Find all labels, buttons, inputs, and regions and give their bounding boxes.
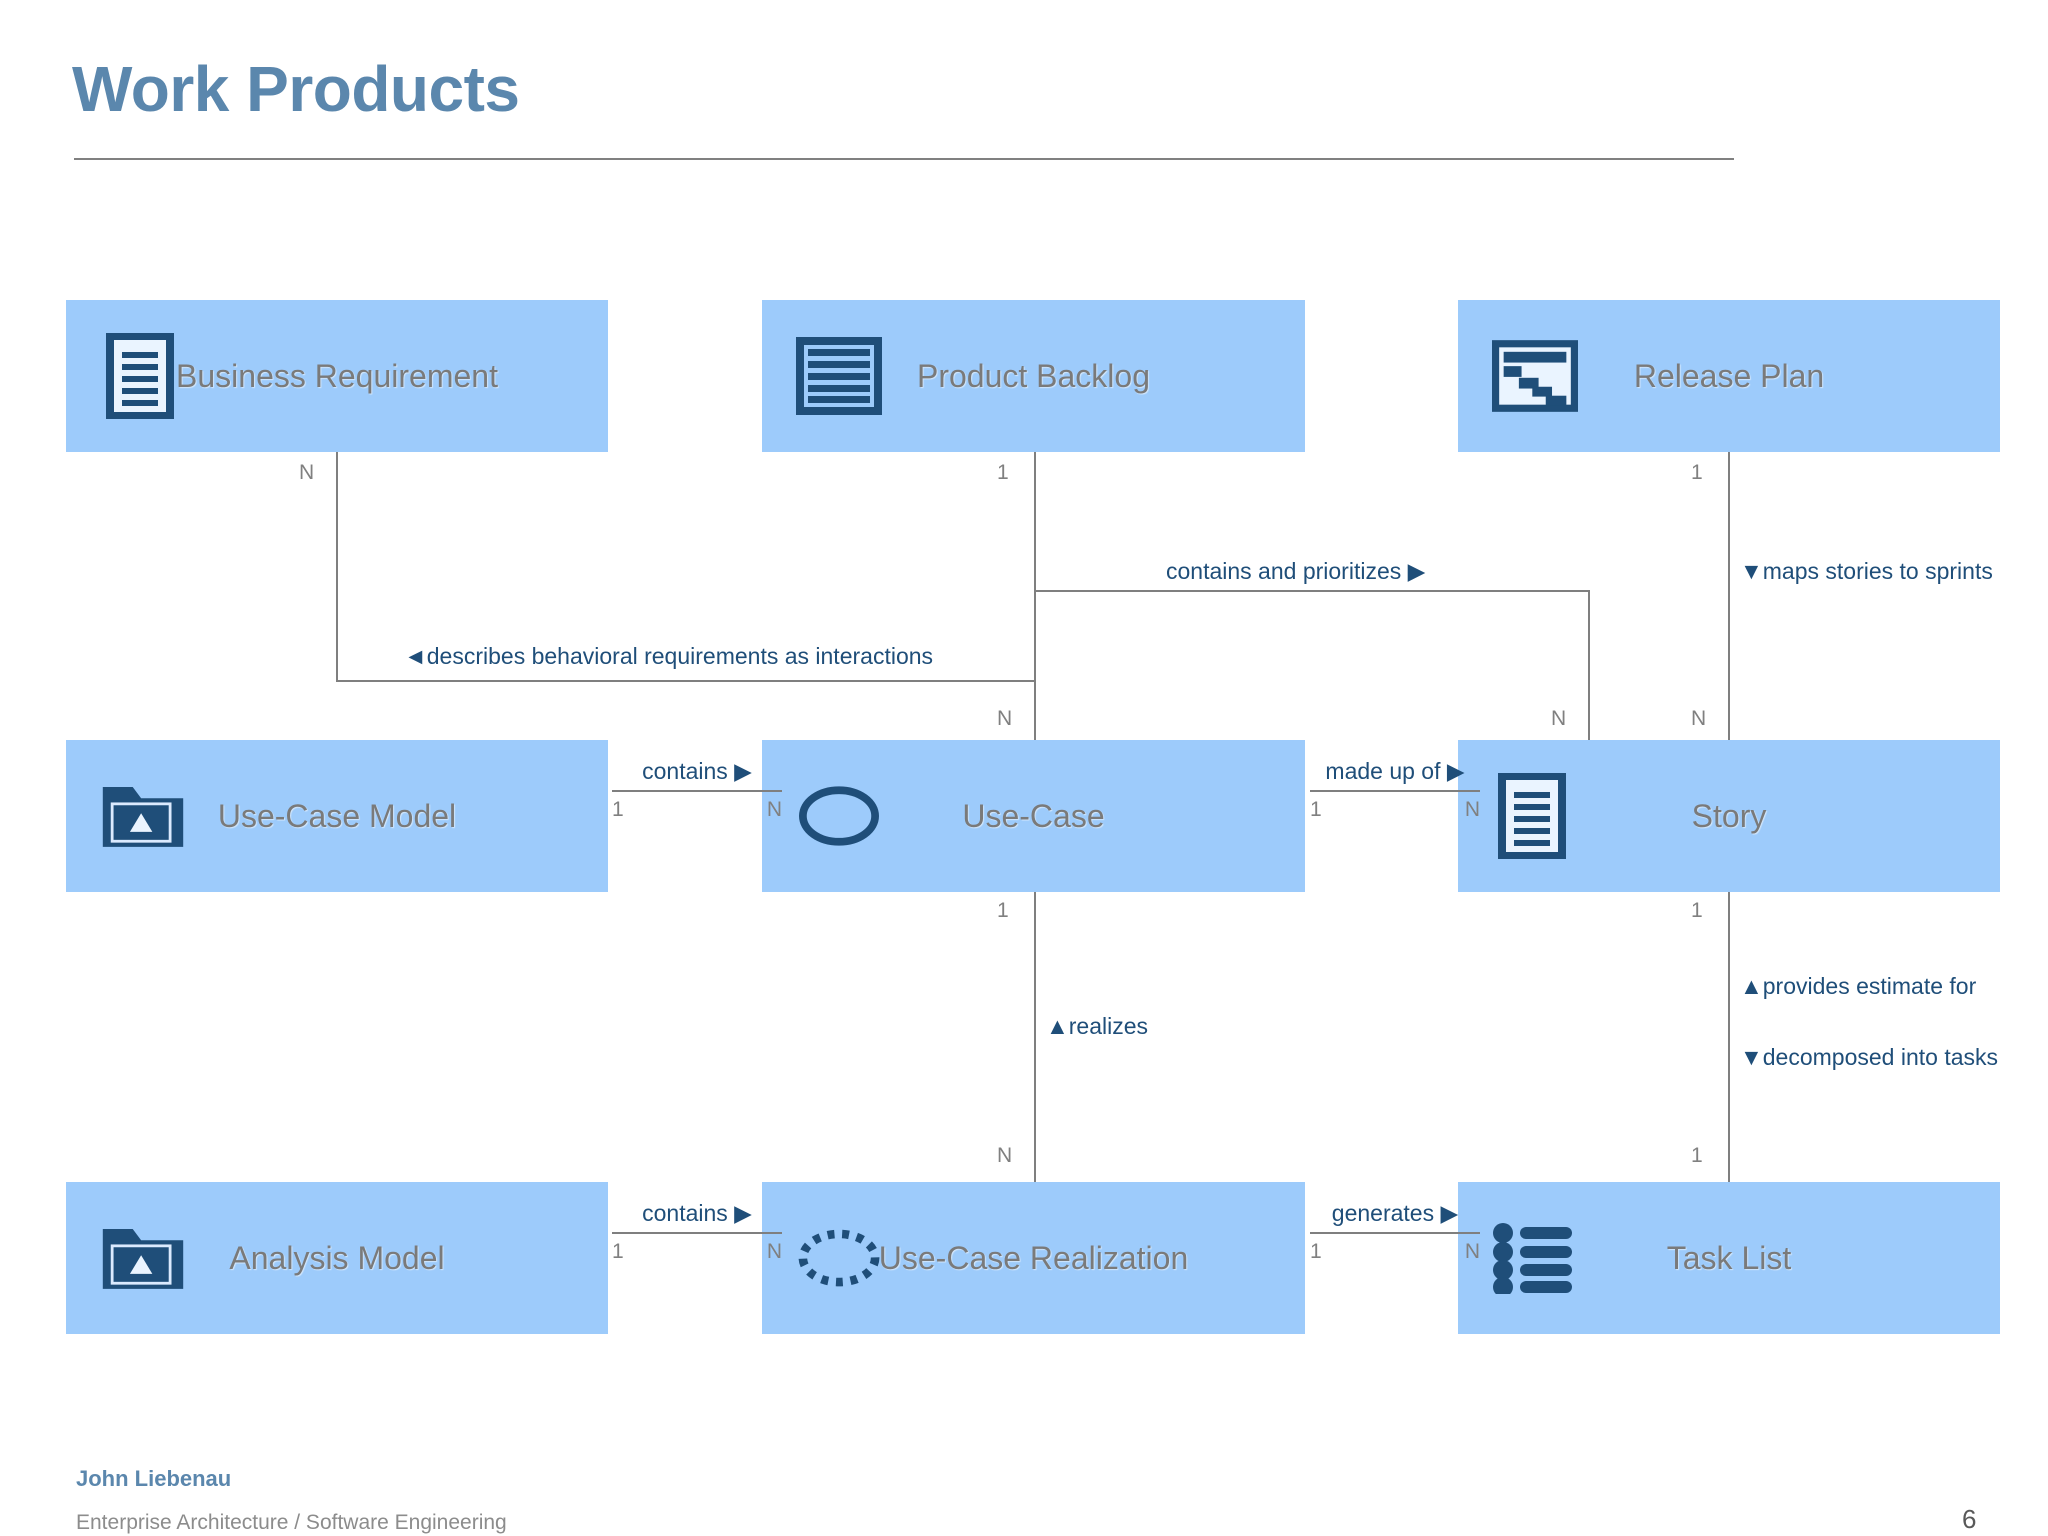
relation-label: generates ▶ (1331, 1200, 1459, 1226)
relation-label: contains ▶ (642, 1200, 752, 1226)
entity-label: Story (1691, 797, 1767, 834)
relation-label-realizes: ▲realizes (1046, 1013, 1149, 1039)
entity-use-case[interactable]: Use-Case (762, 740, 1305, 892)
entity-task-list[interactable]: Task List (1458, 1182, 2000, 1334)
connector-br-horizontal (336, 680, 1036, 682)
cardinality-story-bottom: 1 (1691, 899, 1703, 922)
cardinality-task-list-top: 1 (1691, 1144, 1703, 1167)
relation-rule (1310, 1232, 1480, 1234)
relation-card-from: 1 (612, 1240, 624, 1263)
cardinality-business-requirement-bottom: N (299, 461, 315, 484)
relation-ucr-generates-task-list: generates ▶ 1 N (1310, 1202, 1480, 1264)
relation-label-maps-stories-to-sprints: ▼maps stories to sprints (1740, 558, 1993, 584)
cardinality-use-case-top: N (997, 707, 1013, 730)
entity-story[interactable]: Story (1458, 740, 2000, 892)
relation-label-provides-estimate-for: ▲provides estimate for (1740, 973, 1977, 999)
relation-label-describes-behavioral-requirements: ◄describes behavioral requirements as in… (404, 643, 934, 669)
cardinality-release-plan-bottom: 1 (1691, 461, 1703, 484)
relation-card-to: N (766, 1240, 782, 1263)
cardinality-use-case-bottom: 1 (997, 899, 1009, 922)
entity-label: Task List (1666, 1239, 1792, 1276)
entity-product-backlog[interactable]: Product Backlog (762, 300, 1305, 452)
relation-rule (612, 790, 782, 792)
cardinality-story-top-right: N (1691, 707, 1707, 730)
footer-subtitle: Enterprise Architecture / Software Engin… (76, 1511, 507, 1534)
entity-label: Analysis Model (229, 1239, 445, 1276)
document-lines-icon (100, 333, 186, 419)
connector-pb-horizontal (1034, 590, 1590, 592)
cardinality-product-backlog-bottom: 1 (997, 461, 1009, 484)
connector-story-to-tasklist (1728, 892, 1730, 1184)
entity-analysis-model[interactable]: Analysis Model (66, 1182, 608, 1334)
entity-label: Business Requirement (176, 357, 498, 394)
entity-release-plan[interactable]: Release Plan (1458, 300, 2000, 452)
dashed-ellipse-icon (796, 1215, 882, 1301)
entity-label: Use-Case (962, 797, 1105, 834)
relation-card-from: 1 (612, 798, 624, 821)
page-number: 6 (1962, 1504, 1977, 1534)
bullet-list-icon (1492, 1215, 1578, 1301)
relation-label-decomposed-into-tasks: ▼decomposed into tasks (1740, 1044, 1999, 1070)
cardinality-ucr-top: N (997, 1144, 1013, 1167)
relation-rule (1310, 790, 1480, 792)
page-title: Work Products (72, 53, 520, 125)
gantt-chart-icon (1492, 333, 1578, 419)
entity-label: Use-Case Model (217, 797, 457, 834)
entity-business-requirement[interactable]: Business Requirement (66, 300, 608, 452)
document-lines-icon (1492, 773, 1578, 859)
relation-card-from: 1 (1310, 798, 1322, 821)
connector-uc-to-ucr (1034, 892, 1036, 1184)
relation-analysis-model-contains-ucr: contains ▶ 1 N (612, 1202, 782, 1264)
relation-label: contains ▶ (642, 758, 752, 784)
connector-br-down-to-usecase (1034, 590, 1036, 742)
relation-label: made up of ▶ (1325, 758, 1465, 784)
relation-use-case-madeupof-story: made up of ▶ 1 N (1310, 760, 1480, 822)
connector-rp-vertical (1728, 452, 1730, 742)
entity-label: Use-Case Realization (878, 1239, 1189, 1276)
connector-br-vertical (336, 452, 338, 682)
entity-use-case-realization[interactable]: Use-Case Realization (762, 1182, 1305, 1334)
folder-package-icon (100, 773, 186, 859)
title-divider (74, 158, 1734, 160)
relation-card-to: N (1464, 1240, 1480, 1263)
relation-card-to: N (1464, 798, 1480, 821)
relation-label-contains-and-prioritizes: contains and prioritizes ▶ (1166, 558, 1426, 584)
cardinality-story-top-left: N (1551, 707, 1567, 730)
entity-label: Release Plan (1633, 357, 1825, 394)
entity-use-case-model[interactable]: Use-Case Model (66, 740, 608, 892)
relation-rule (612, 1232, 782, 1234)
relation-card-from: 1 (1310, 1240, 1322, 1263)
relation-card-to: N (766, 798, 782, 821)
relation-use-case-model-contains-use-case: contains ▶ 1 N (612, 760, 782, 822)
stacked-rows-icon (796, 333, 882, 419)
folder-package-icon (100, 1215, 186, 1301)
footer-author: John Liebenau (76, 1466, 232, 1491)
entity-label: Product Backlog (916, 357, 1150, 394)
ellipse-icon (796, 773, 882, 859)
connector-pb-vertical (1034, 452, 1036, 592)
connector-pb-down-to-story (1588, 590, 1590, 742)
